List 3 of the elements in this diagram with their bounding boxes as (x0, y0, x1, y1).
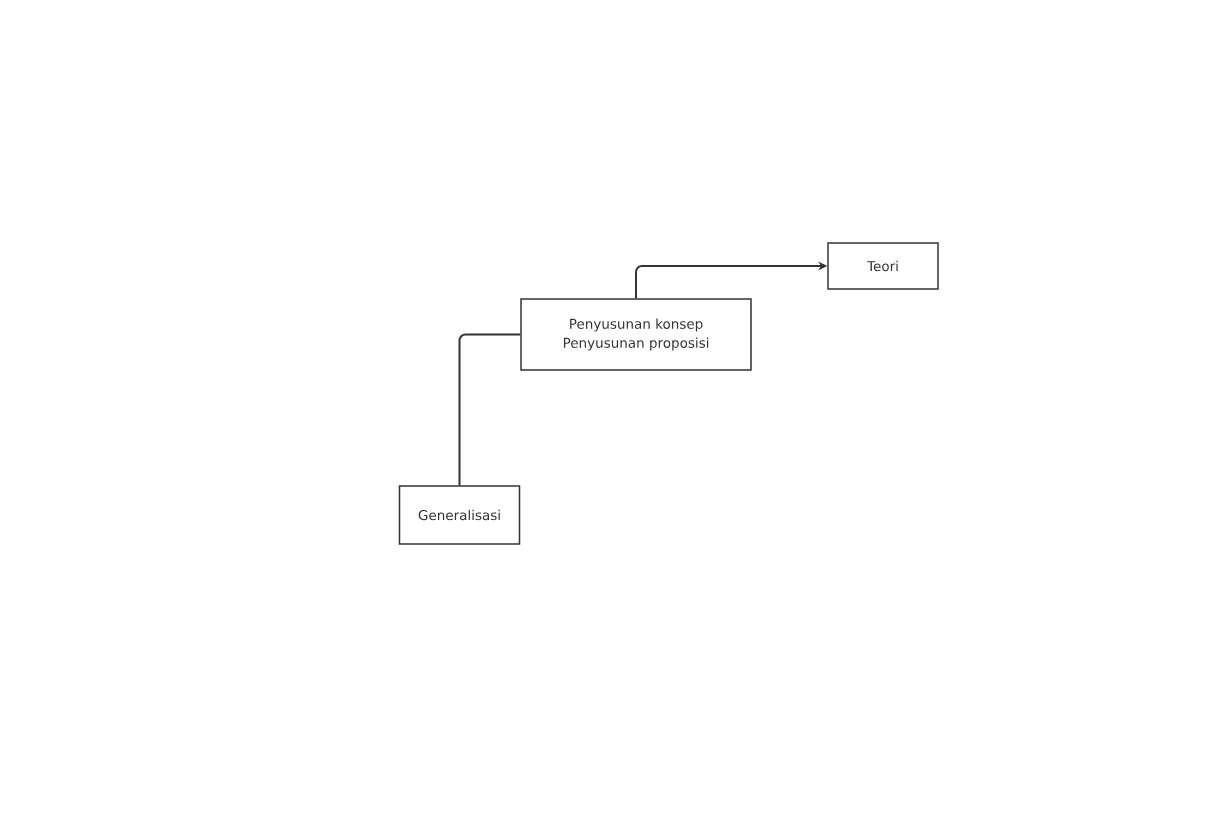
process-box: Generalisasi (398, 485, 521, 545)
process-box: Teori (827, 242, 939, 290)
process-box: Penyusunan konsep Penyusunan proposisi (520, 298, 752, 371)
